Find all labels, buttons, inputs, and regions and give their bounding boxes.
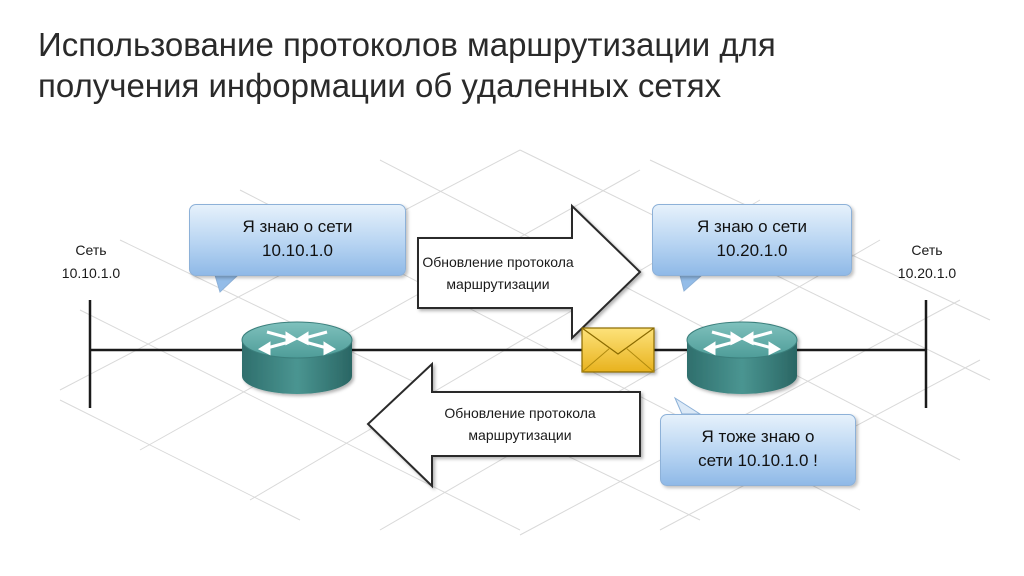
slide-title: Использование протоколов маршрутизации д… [38, 24, 998, 106]
bubble-left-line-2: 10.10.1.0 [262, 241, 333, 260]
update-arrow-left [366, 361, 641, 489]
bubble-tail-left [214, 274, 240, 293]
network-right-word: Сеть [911, 242, 943, 258]
bubble-right-bottom: Я тоже знаю о сети 10.10.1.0 ! [660, 414, 856, 486]
arrow-right-text: Обновление протокола маршрутизации [398, 251, 598, 295]
bubble-right-top-line-2: 10.20.1.0 [716, 241, 788, 260]
bubble-left-line-1: Я знаю о сети [242, 217, 353, 236]
title-line-1: Использование протоколов маршрутизации д… [38, 26, 776, 63]
arrow-left-line-2: маршрутизации [468, 427, 572, 443]
network-right-address: 10.20.1.0 [897, 265, 957, 281]
arrow-right-line-2: маршрутизации [446, 276, 550, 292]
update-arrow-right [417, 203, 642, 341]
bubble-right-bottom-line-2: сети 10.10.1.0 ! [698, 451, 818, 470]
network-label-left: Сеть 10.10.1.0 [36, 239, 146, 285]
arrow-left-text: Обновление протокола маршрутизации [420, 402, 620, 446]
bubble-right-top-line-1: Я знаю о сети [697, 217, 807, 236]
bubble-tail-right-top [679, 274, 704, 292]
network-left-address: 10.10.1.0 [61, 265, 121, 281]
arrow-left-line-1: Обновление протокола [444, 405, 596, 421]
arrow-right-line-1: Обновление протокола [422, 254, 574, 270]
title-line-2: получения информации об удаленных сетях [38, 67, 722, 104]
bubble-tail-right-bottom [673, 396, 702, 415]
network-left-word: Сеть [75, 242, 107, 258]
bubble-right-top: Я знаю о сети 10.20.1.0 [652, 204, 852, 276]
envelope-icon [581, 327, 655, 373]
bubble-left: Я знаю о сети 10.10.1.0 [189, 204, 406, 276]
bubble-right-bottom-line-1: Я тоже знаю о [701, 427, 815, 446]
router-icon [686, 321, 798, 394]
network-label-right: Сеть 10.20.1.0 [872, 239, 982, 285]
router-icon [241, 321, 353, 394]
